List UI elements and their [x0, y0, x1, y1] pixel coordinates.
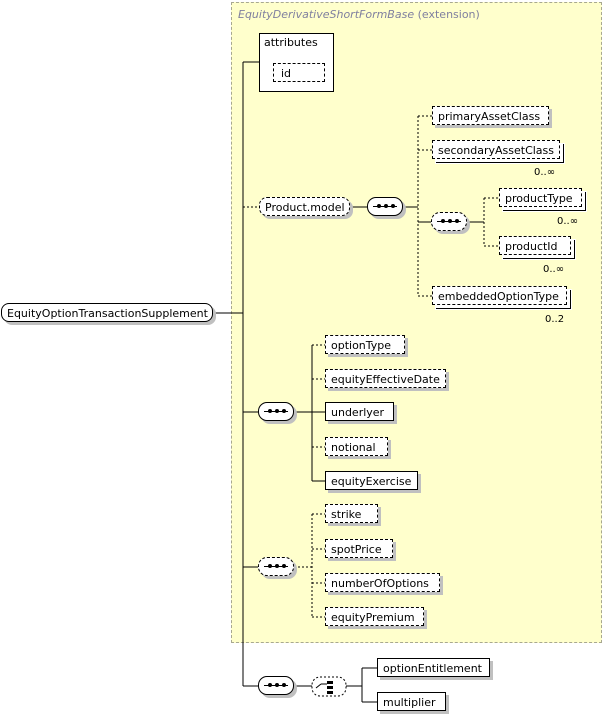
product-id-element[interactable]: productId — [499, 236, 571, 255]
number-of-options-element[interactable]: numberOfOptions — [325, 573, 440, 592]
product-type-label: productType — [505, 192, 573, 205]
spot-price-element[interactable]: spotPrice — [325, 539, 393, 558]
number-of-options-label: numberOfOptions — [331, 577, 429, 590]
strike-element[interactable]: strike — [325, 504, 378, 523]
primary-asset-class-label: primaryAssetClass — [438, 110, 541, 123]
extension-title: EquityDerivativeShortFormBase (extension… — [238, 8, 480, 21]
option-entitlement-element[interactable]: optionEntitlement — [377, 658, 490, 677]
secondary-asset-class-element[interactable]: secondaryAssetClass — [432, 140, 560, 159]
product-model-sequence[interactable] — [367, 197, 403, 216]
notional-element[interactable]: notional — [325, 437, 388, 456]
embedded-option-type-label: embeddedOptionType — [438, 290, 559, 303]
multiplier-label: multiplier — [383, 696, 436, 709]
attribute-id-label: id — [281, 67, 292, 80]
equity-premium-label: equityPremium — [331, 611, 415, 624]
underlyer-label: underlyer — [331, 406, 385, 419]
product-type-choice[interactable] — [431, 212, 467, 231]
equity-exercise-element[interactable]: equityExercise — [325, 471, 418, 490]
product-type-cardinality: 0..∞ — [557, 216, 579, 227]
entitlement-sequence[interactable] — [258, 676, 294, 695]
equity-effective-date-element[interactable]: equityEffectiveDate — [325, 369, 446, 388]
spot-price-label: spotPrice — [331, 543, 382, 556]
attributes-box[interactable]: attributes id — [259, 33, 334, 92]
option-type-label: optionType — [331, 339, 392, 352]
strike-label: strike — [331, 508, 362, 521]
product-model-label: Product.model — [265, 201, 345, 214]
secondary-asset-class-cardinality: 0..∞ — [534, 167, 556, 178]
extension-base-name: EquityDerivativeShortFormBase — [238, 8, 415, 21]
multiplier-element[interactable]: multiplier — [377, 692, 446, 711]
equity-premium-element[interactable]: equityPremium — [325, 607, 424, 626]
embedded-option-type-element[interactable]: embeddedOptionType — [432, 286, 567, 305]
underlyer-element[interactable]: underlyer — [325, 402, 394, 421]
attributes-title: attributes — [264, 36, 318, 49]
choice-compositor — [311, 676, 347, 697]
option-type-element[interactable]: optionType — [325, 335, 405, 354]
product-model-group[interactable]: Product.model — [259, 197, 350, 216]
product-id-cardinality: 0..∞ — [543, 264, 565, 275]
product-id-label: productId — [505, 240, 558, 253]
secondary-asset-class-label: secondaryAssetClass — [438, 144, 555, 157]
attribute-id[interactable]: id — [273, 63, 325, 82]
option-sequence[interactable] — [258, 402, 294, 421]
notional-label: notional — [331, 441, 376, 454]
root-element[interactable]: EquityOptionTransactionSupplement — [1, 303, 213, 322]
price-sequence[interactable] — [258, 557, 294, 576]
root-element-label: EquityOptionTransactionSupplement — [7, 307, 208, 320]
primary-asset-class-element[interactable]: primaryAssetClass — [432, 106, 549, 125]
extension-suffix: (extension) — [417, 8, 480, 21]
embedded-option-type-cardinality: 0..2 — [545, 314, 565, 325]
product-type-element[interactable]: productType — [499, 188, 582, 207]
equity-effective-date-label: equityEffectiveDate — [331, 373, 440, 386]
option-entitlement-label: optionEntitlement — [383, 662, 482, 675]
equity-exercise-label: equityExercise — [331, 475, 412, 488]
